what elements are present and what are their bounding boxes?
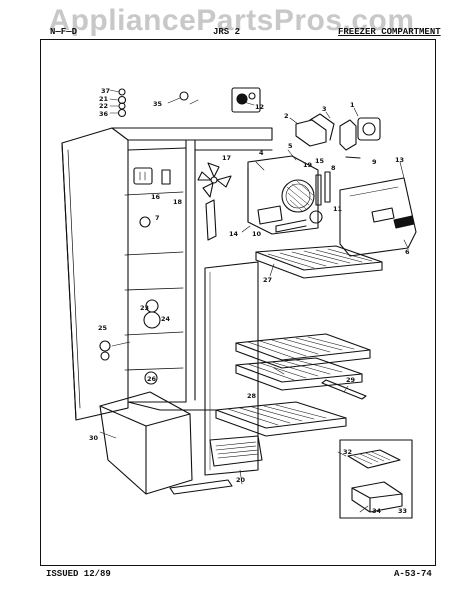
leader-lines xyxy=(99,99,409,513)
bottom-trim xyxy=(169,479,233,495)
back-panel xyxy=(204,261,259,476)
callout-36: 36 xyxy=(99,110,109,118)
callout-19: 19 xyxy=(303,161,313,169)
callout-5: 5 xyxy=(288,142,293,150)
callout-35: 35 xyxy=(153,100,163,108)
header-model: JRS 2 xyxy=(213,27,241,37)
callout-34: 34 xyxy=(372,507,382,515)
inset-ice-tray-box xyxy=(339,439,413,519)
callout-20: 20 xyxy=(236,476,246,484)
hinge-brackets xyxy=(295,113,381,151)
callout-12: 12 xyxy=(255,103,264,111)
callout-9: 9 xyxy=(372,158,377,166)
callout-24: 24 xyxy=(161,315,171,323)
callout-8: 8 xyxy=(331,164,336,172)
callout-21: 21 xyxy=(99,95,109,103)
callout-28: 28 xyxy=(247,392,257,400)
vertical-strips xyxy=(315,171,331,206)
shelf-support-rod xyxy=(321,379,367,400)
evaporator-cover xyxy=(247,155,319,235)
footer-page-code: A-53-74 xyxy=(394,569,432,579)
louver-grille xyxy=(209,435,263,467)
control-assembly xyxy=(133,167,171,185)
callout-17: 17 xyxy=(222,154,231,162)
callout-37: 37 xyxy=(101,87,110,95)
callout-15: 15 xyxy=(315,157,325,165)
callout-16: 16 xyxy=(151,193,161,201)
shelf-top xyxy=(255,245,383,279)
callout-26: 26 xyxy=(147,375,157,383)
callout-6: 6 xyxy=(405,248,410,256)
cabinet-outline xyxy=(61,127,273,421)
callout-29: 29 xyxy=(346,376,356,384)
screw-stack xyxy=(109,88,127,118)
shelf-mid-2 xyxy=(235,357,363,391)
callout-13: 13 xyxy=(395,156,404,164)
diagram-frame xyxy=(40,39,436,566)
callout-3: 3 xyxy=(322,105,327,113)
ice-bin-30 xyxy=(99,391,193,495)
callout-18: 18 xyxy=(173,198,183,206)
callout-10: 10 xyxy=(252,230,262,238)
fan-blade xyxy=(197,162,232,198)
fan-shroud xyxy=(281,179,315,213)
callout-23: 23 xyxy=(140,304,149,312)
callout-4: 4 xyxy=(259,149,264,157)
rod-part xyxy=(345,156,361,159)
callout-7: 7 xyxy=(155,214,160,222)
light-bulb-box xyxy=(231,87,261,113)
callout-22: 22 xyxy=(99,102,108,110)
callout-32: 32 xyxy=(343,448,352,456)
shelf-bottom xyxy=(215,401,347,437)
callout-25: 25 xyxy=(98,324,108,332)
light-socket xyxy=(275,210,323,233)
header-left: N—F—D xyxy=(50,27,78,37)
footer-issued: ISSUED 12/89 xyxy=(46,569,111,579)
callout-numbers: 37 21 22 36 35 12 2 3 1 17 4 5 19 16 15 … xyxy=(89,87,410,515)
callout-2: 2 xyxy=(284,112,289,120)
duct-bracket xyxy=(205,199,217,241)
callout-14: 14 xyxy=(229,230,239,238)
screw-35 xyxy=(167,91,189,104)
callout-27: 27 xyxy=(263,276,272,284)
cabinet-fasteners xyxy=(99,216,161,385)
header-section: FREEZER COMPARTMENT xyxy=(338,27,441,37)
shelf-mid-1 xyxy=(235,333,371,369)
callout-11: 11 xyxy=(333,205,343,213)
fan-motor-bracket xyxy=(257,205,283,225)
access-cover-panel xyxy=(339,177,417,257)
callout-33: 33 xyxy=(398,507,407,515)
callout-30: 30 xyxy=(89,434,99,442)
callout-1: 1 xyxy=(350,101,355,109)
